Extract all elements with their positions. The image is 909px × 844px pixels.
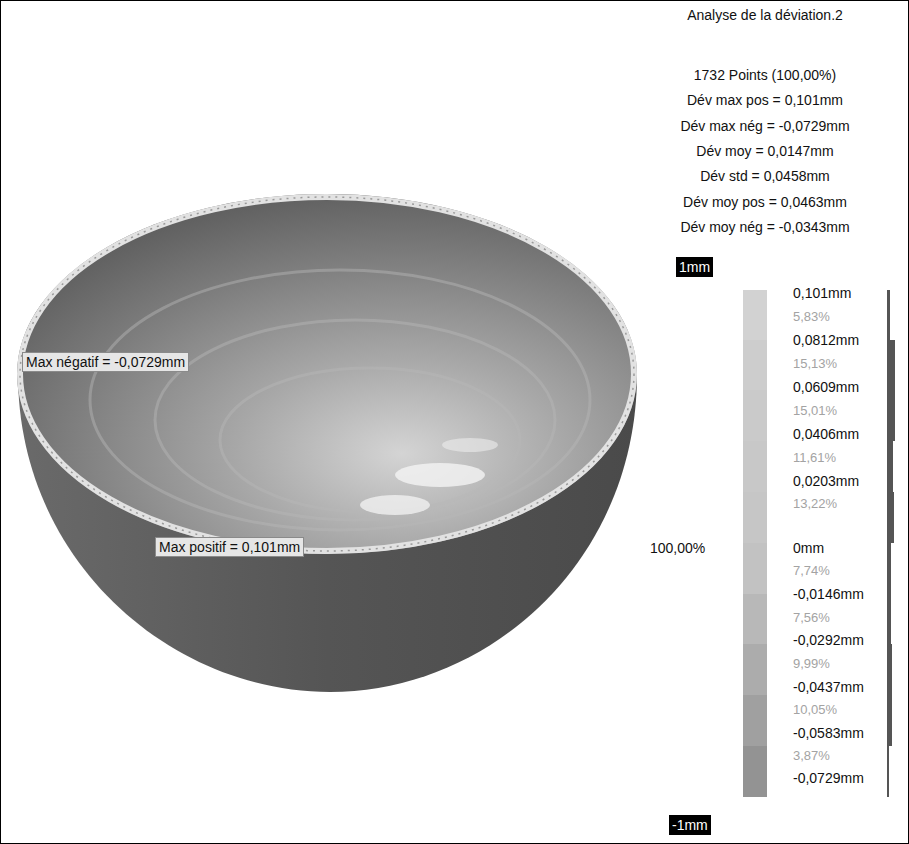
- callout-text: 1mm: [679, 259, 710, 275]
- statistic-line: 1732 Points (100,00%): [694, 67, 836, 84]
- coverage-percent: 100,00%: [650, 540, 705, 557]
- scale-percent: 7,74%: [793, 562, 830, 579]
- scale-value: -0,0583mm: [793, 725, 864, 742]
- callout-box: Max négatif = -0,0729mm: [22, 352, 189, 372]
- callout-text: -1mm: [672, 817, 708, 833]
- scale-percent: 5,83%: [793, 308, 830, 325]
- scale-percent: 10,05%: [793, 701, 837, 718]
- statistic-line: Dév moy = 0,0147mm: [696, 143, 833, 160]
- scale-value: 0,0203mm: [793, 473, 859, 490]
- scale-value: 0mm: [793, 540, 824, 557]
- scale-percent: 13,22%: [793, 495, 837, 512]
- statistic-line: Dév moy nég = -0,0343mm: [680, 219, 849, 236]
- scale-value: -0,0146mm: [793, 586, 864, 603]
- callout-text: Max positif = 0,101mm: [159, 539, 300, 555]
- callout-text: Max négatif = -0,0729mm: [26, 354, 185, 370]
- scale-percent: 9,99%: [793, 655, 830, 672]
- scale-value: -0,0437mm: [793, 679, 864, 696]
- histogram-bars: [887, 290, 895, 797]
- scale-percent: 15,01%: [793, 402, 837, 419]
- color-scale-bar: [743, 290, 767, 797]
- scale-percent: 7,56%: [793, 609, 830, 626]
- statistic-line: Dév std = 0,0458mm: [700, 168, 830, 185]
- statistic-line: Dév max pos = 0,101mm: [687, 92, 843, 109]
- range-min-box: -1mm: [669, 815, 711, 835]
- scale-value: 0,0406mm: [793, 426, 859, 443]
- scale-value: 0,0609mm: [793, 379, 859, 396]
- statistic-line: Dév moy pos = 0,0463mm: [683, 194, 847, 211]
- scale-percent: 15,13%: [793, 355, 837, 372]
- scale-value: 0,101mm: [793, 285, 851, 302]
- analysis-title: Analyse de la déviation.2: [687, 7, 843, 24]
- callout-box: Max positif = 0,101mm: [155, 537, 304, 557]
- scale-percent: 11,61%: [793, 449, 836, 466]
- statistic-line: Dév max nég = -0,0729mm: [680, 118, 849, 135]
- scale-percent: 3,87%: [793, 747, 830, 764]
- scale-value: 0,0812mm: [793, 332, 859, 349]
- scale-value: -0,0729mm: [793, 770, 864, 787]
- scale-value: -0,0292mm: [793, 632, 864, 649]
- range-max-box: 1mm: [676, 257, 713, 277]
